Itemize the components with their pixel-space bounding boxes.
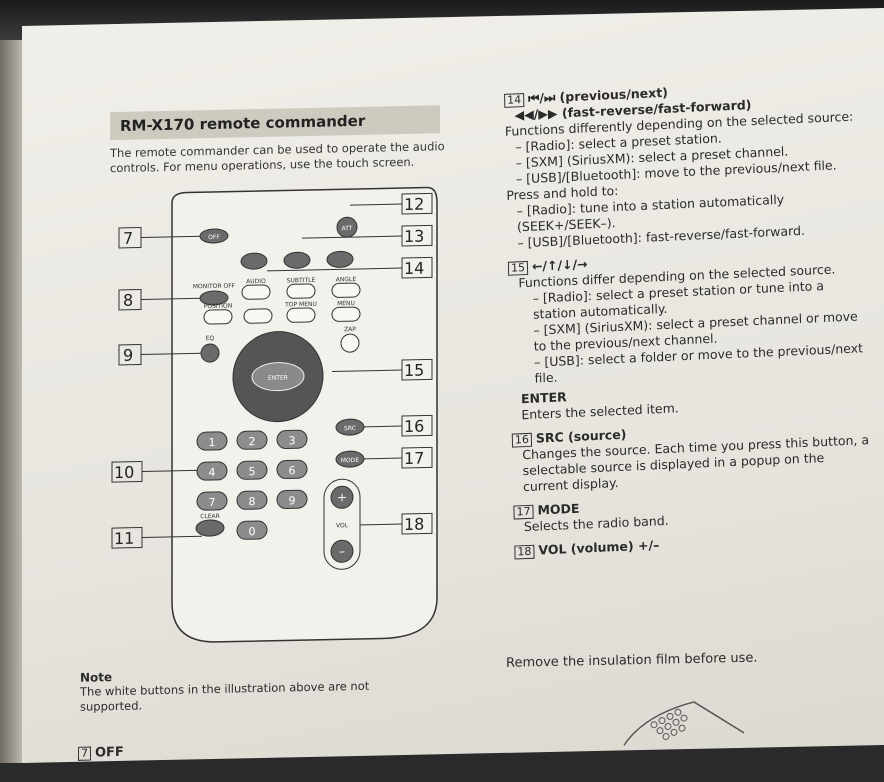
callout-18: 18: [404, 515, 424, 534]
note-heading: Note: [80, 670, 113, 685]
svg-text:OFF: OFF: [208, 234, 220, 241]
svg-text:9: 9: [289, 494, 296, 507]
svg-text:MODE: MODE: [341, 457, 360, 464]
callout-12: 12: [404, 195, 424, 214]
callout-14: 14: [404, 259, 424, 278]
svg-text:MENU: MENU: [337, 300, 355, 307]
svg-text:TOP MENU: TOP MENU: [284, 301, 317, 309]
callout-10: 10: [114, 463, 134, 482]
svg-text:ENTER: ENTER: [268, 374, 288, 381]
svg-text:7: 7: [209, 496, 216, 509]
callout-7: 7: [123, 229, 133, 248]
manual-page: RM-X170 remote commander The remote comm…: [22, 7, 884, 780]
item7-text: Turns the source off.: [96, 762, 229, 781]
svg-text:CLEAR: CLEAR: [200, 513, 220, 520]
svg-text:VOL: VOL: [336, 522, 349, 529]
svg-text:1: 1: [209, 436, 216, 449]
item15: 15←/↑/↓/→ Functions differ depending on …: [507, 244, 872, 424]
svg-text:+: +: [337, 490, 347, 504]
svg-text:–: –: [339, 544, 345, 558]
callout-16: 16: [404, 417, 424, 436]
svg-text:SUBTITLE: SUBTITLE: [287, 277, 316, 285]
book-spine: [0, 40, 22, 763]
remove-film-text: Remove the insulation film before use.: [506, 650, 758, 671]
callout-8: 8: [123, 291, 133, 310]
prev-button: [240, 252, 268, 270]
right-column: 14⏮/⏭ (previous/next) ◀◀/▶▶ (fast-revers…: [504, 76, 875, 567]
svg-text:MONITOR OFF: MONITOR OFF: [193, 283, 236, 291]
battery-remote-illustration: [623, 701, 745, 746]
svg-text:AUDIO: AUDIO: [246, 278, 266, 285]
svg-text:ZAP: ZAP: [344, 326, 356, 333]
svg-text:4: 4: [209, 466, 216, 479]
callout-9: 9: [123, 346, 133, 365]
svg-text:3: 3: [289, 434, 296, 447]
note-text: The white buttons in the illustration ab…: [80, 678, 370, 714]
callout-11: 11: [114, 529, 134, 548]
svg-text:2: 2: [249, 435, 256, 448]
section-intro: The remote commander can be used to oper…: [110, 139, 445, 176]
svg-text:POSITION: POSITION: [204, 303, 233, 311]
callout-15: 15: [404, 361, 424, 380]
callout-17: 17: [404, 449, 424, 468]
item14: 14⏮/⏭ (previous/next) ◀◀/▶▶ (fast-revers…: [504, 84, 854, 251]
mode-button: [335, 450, 365, 468]
svg-text:6: 6: [289, 464, 296, 477]
svg-text:SRC: SRC: [344, 425, 356, 432]
svg-text:0: 0: [249, 525, 256, 538]
att-button: [336, 216, 358, 238]
svg-text:8: 8: [249, 495, 256, 508]
svg-text:ATT: ATT: [342, 225, 353, 232]
svg-text:5: 5: [249, 465, 256, 478]
clear-button: [195, 519, 225, 537]
enter-button: [251, 362, 305, 392]
svg-text:ANGLE: ANGLE: [336, 276, 357, 283]
monitor-off-button: [199, 290, 229, 306]
remote-illustration: 7 8 9 10 11 12 13 14 15 16 17 18: [111, 186, 438, 643]
next-button: [326, 250, 354, 268]
svg-text:EQ: EQ: [206, 335, 215, 342]
eq-button: [200, 343, 220, 363]
off-button: [199, 228, 229, 244]
src-button: [335, 418, 365, 436]
play-pause-button: [283, 251, 311, 269]
callout-13: 13: [404, 227, 424, 246]
